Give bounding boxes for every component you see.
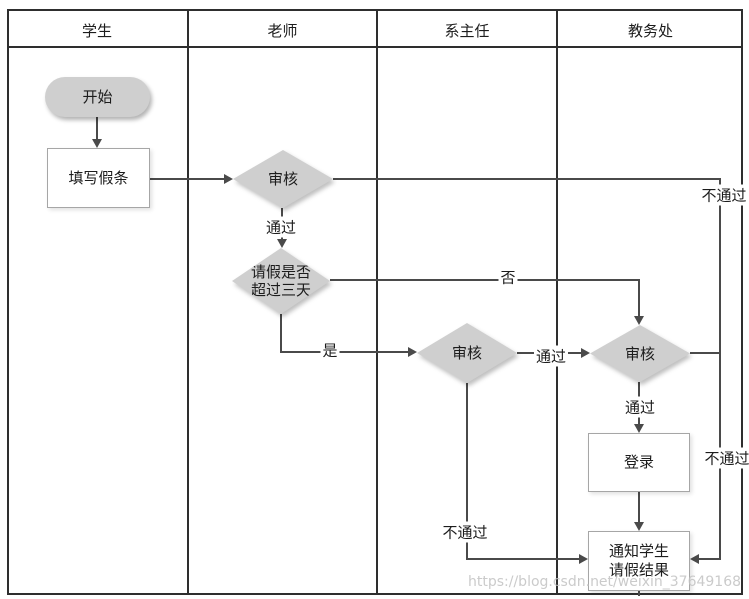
edge-fail-feedback-v [719, 178, 721, 560]
node-dept-head-review: 审核 [417, 323, 517, 383]
node-notify-student: 通知学生 请假结果 [588, 531, 690, 591]
label-teacher-fail: 不通过 [699, 184, 749, 206]
header-divider [7, 46, 743, 48]
edge-no-v [638, 279, 640, 318]
lane-header-office: 教务处 [627, 22, 673, 40]
arrow-down-icon [277, 239, 287, 248]
edge-office-fail-h [690, 352, 721, 354]
arrow-right-icon [581, 348, 590, 358]
label-office-fail: 不通过 [702, 447, 749, 469]
lane-divider-1 [187, 9, 189, 595]
edge-notify-stub [638, 591, 640, 596]
label-dept-fail: 不通过 [440, 521, 490, 543]
arrow-right-icon [408, 347, 417, 357]
node-fill-leave-form: 填写假条 [47, 148, 150, 208]
arrow-left-icon [690, 554, 699, 564]
arrow-right-icon [579, 554, 588, 564]
arrow-right-icon [224, 174, 233, 184]
node-over-three-days: 请假是否 超过三天 [232, 248, 330, 314]
label-office-pass: 通过 [622, 396, 658, 418]
node-teacher-review: 审核 [233, 150, 333, 208]
decision-shape: 请假是否 超过三天 [232, 248, 330, 314]
decision-shape: 审核 [590, 325, 690, 382]
edge-no-h [330, 279, 640, 281]
arrow-down-icon [92, 139, 102, 148]
node-register: 登录 [588, 433, 690, 492]
decision-shape: 审核 [233, 150, 333, 208]
edge-register-to-notify [638, 492, 640, 524]
edge-yes-v [280, 314, 282, 353]
label-yes: 是 [320, 339, 340, 361]
label-dept-pass: 通过 [533, 345, 569, 367]
label-no: 否 [498, 266, 518, 288]
arrow-down-icon [634, 316, 644, 325]
edge-dept-fail-h [466, 558, 581, 560]
node-office-review: 审核 [590, 325, 690, 382]
lane-header-teacher: 老师 [267, 22, 298, 40]
arrow-down-icon [634, 424, 644, 433]
edge-start-to-form [96, 117, 98, 141]
label-teacher-pass: 通过 [263, 216, 299, 238]
diagram-border [7, 9, 743, 595]
arrow-down-icon [634, 522, 644, 531]
lane-header-dept-head: 系主任 [444, 22, 490, 40]
watermark-url: https://blog.csdn.net/weixin_37649168 [468, 574, 742, 590]
node-start: 开始 [45, 77, 150, 117]
edge-fail-to-notify-h [698, 558, 721, 560]
edge-dept-fail-v [466, 383, 468, 560]
edge-form-to-teacher [150, 178, 226, 180]
edge-yes-h [280, 351, 410, 353]
lane-divider-3 [556, 9, 558, 595]
lane-divider-2 [376, 9, 378, 595]
lane-header-student: 学生 [81, 22, 112, 40]
decision-shape: 审核 [417, 323, 517, 383]
edge-teacher-fail-h [333, 178, 721, 180]
